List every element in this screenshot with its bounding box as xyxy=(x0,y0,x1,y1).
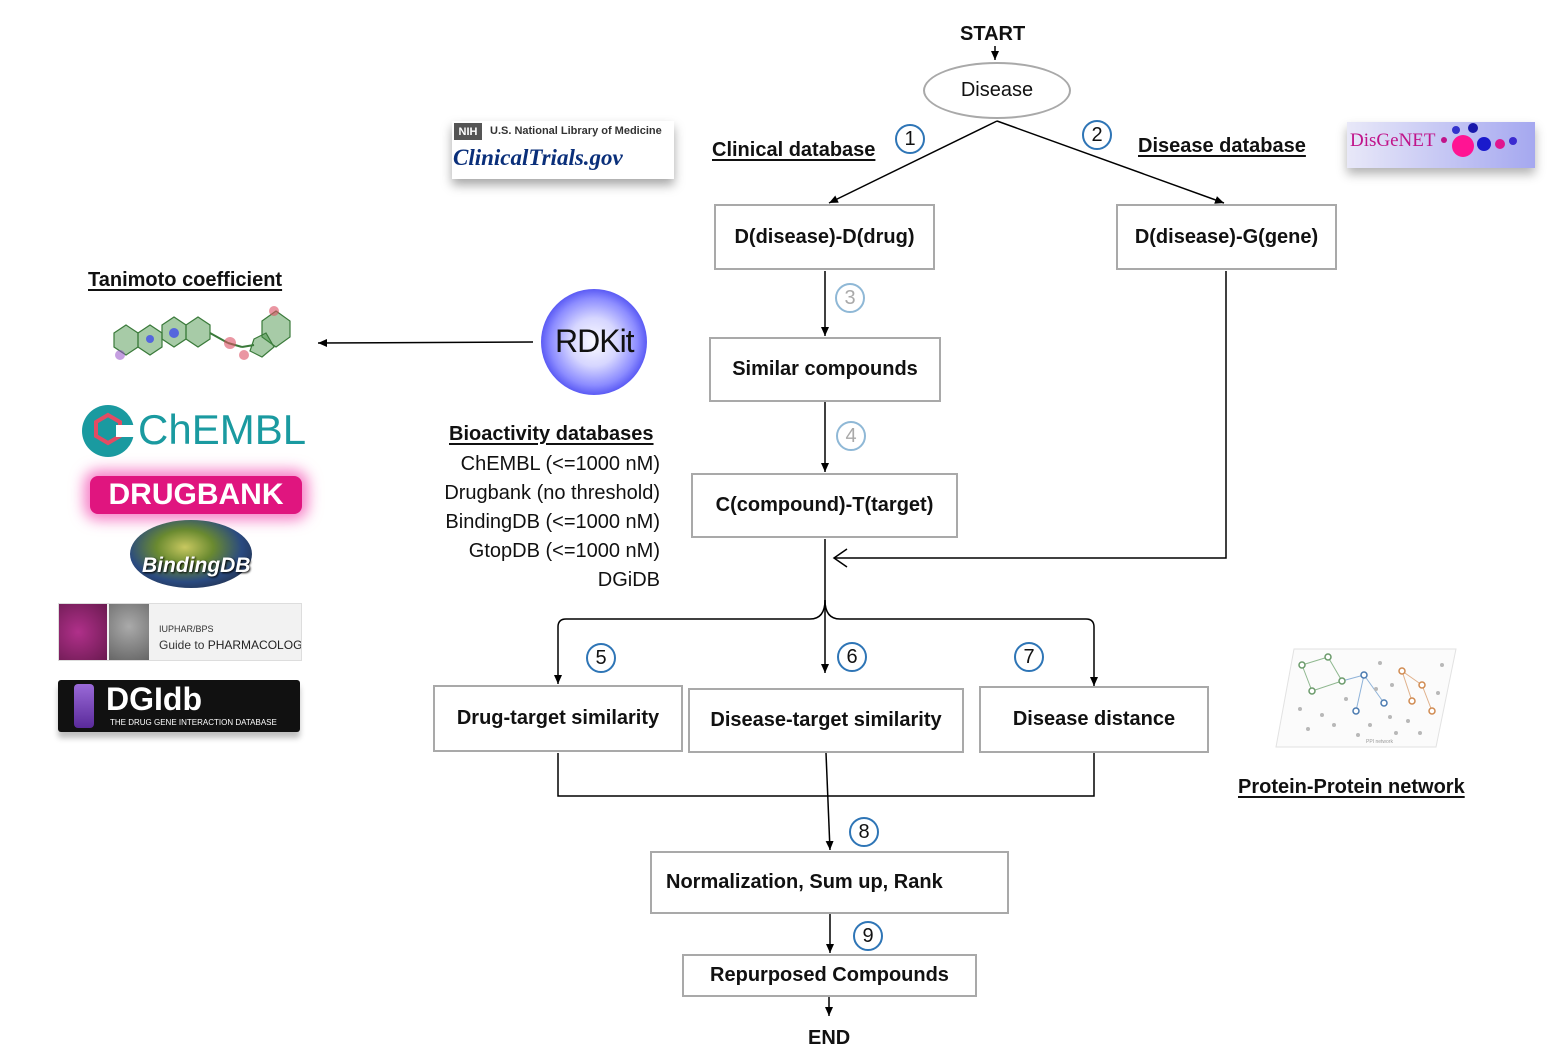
arrowhead-dg-merge xyxy=(832,548,848,568)
bioactivity-item-bindingdb: BindingDB (<=1000 nM) xyxy=(445,511,660,533)
molecule-similarity-icon xyxy=(113,306,291,360)
rdkit-text: RDKit xyxy=(555,323,635,359)
arrow-disease-dd xyxy=(828,120,998,204)
disease-target-similarity-label: Disease-target similarity xyxy=(710,709,942,731)
normalization-box: Normalization, Sum up, Rank xyxy=(650,851,1009,914)
tanimoto-label: Tanimoto coefficient xyxy=(88,269,283,291)
ppi-network-label: Protein-Protein network xyxy=(1238,776,1465,798)
start-label: START xyxy=(960,23,1026,45)
iuphar-text-a: IUPHAR/BPS xyxy=(159,624,214,634)
iuphar-text-b: Guide to xyxy=(159,638,205,652)
chembl-mark-icon xyxy=(82,405,136,457)
compound-target-label: C(compound)-T(target) xyxy=(715,494,934,516)
step-3-badge: 3 xyxy=(835,283,865,313)
arrow-to-normalization xyxy=(825,752,834,851)
iuphar-protein-icon xyxy=(59,604,107,660)
bioactivity-item-chembl: ChEMBL (<=1000 nM) xyxy=(460,453,660,475)
step-8-badge: 8 xyxy=(849,817,879,847)
ppi-caption: PPI network xyxy=(1366,739,1393,745)
disease-target-similarity-box: Disease-target similarity xyxy=(688,688,964,753)
bindingdb-logo: BindingDB xyxy=(130,520,252,588)
brace-left xyxy=(554,599,826,684)
dgidb-text: DGIdb xyxy=(106,681,202,717)
bioactivity-item-drugbank: Drugbank (no threshold) xyxy=(444,482,660,504)
chembl-text: ChEMBL xyxy=(138,406,307,453)
repurposed-compounds-label: Repurposed Compounds xyxy=(710,964,949,986)
dgidb-helix-icon xyxy=(74,684,94,728)
chembl-logo: ChEMBL xyxy=(80,403,320,459)
end-label: END xyxy=(808,1027,851,1049)
disgenet-logo: DisGeNET xyxy=(1347,122,1535,168)
disease-node: Disease xyxy=(923,62,1071,119)
disgenet-text: DisGeNET xyxy=(1350,130,1436,151)
bioactivity-item-dgidb: DGiDB xyxy=(597,569,660,591)
dgidb-logo: DGIdb THE DRUG GENE INTERACTION DATABASE xyxy=(58,680,300,732)
arrow-disease-dg xyxy=(996,120,1225,204)
bioactivity-item-gtopdb: GtopDB (<=1000 nM) xyxy=(468,540,660,562)
step-1-badge: 1 xyxy=(895,124,925,154)
step-6-badge: 6 xyxy=(837,642,867,672)
bindingdb-text: BindingDB xyxy=(142,554,251,577)
step-5-badge: 5 xyxy=(586,643,616,673)
iuphar-structure-icon xyxy=(109,604,149,660)
disease-database-label: Disease database xyxy=(1138,135,1306,157)
clinical-database-label: Clinical database xyxy=(712,139,876,161)
collector-bottom xyxy=(557,753,1095,797)
similar-compounds-label: Similar compounds xyxy=(732,358,918,380)
brace-right xyxy=(824,599,1098,686)
step-9-badge: 9 xyxy=(853,921,883,951)
nih-badge: NIH xyxy=(454,123,482,140)
connector-dg-merge xyxy=(834,271,1227,559)
step-4-badge: 4 xyxy=(836,421,866,451)
dd-box-label: D(disease)-D(drug) xyxy=(734,225,915,248)
step-7-badge: 7 xyxy=(1014,642,1044,672)
iuphar-text-c: PHARMACOLOGY xyxy=(207,638,302,652)
repurposed-compounds-box: Repurposed Compounds xyxy=(682,954,977,997)
drugbank-logo: DRUGBANK xyxy=(90,476,302,514)
nlm-text: U.S. National Library of Medicine xyxy=(490,125,662,137)
drugbank-text: DRUGBANK xyxy=(108,478,284,511)
disease-distance-box: Disease distance xyxy=(979,686,1209,753)
rdkit-logo xyxy=(541,289,647,395)
disease-distance-label: Disease distance xyxy=(1012,708,1176,730)
bioactivity-title: Bioactivity databases xyxy=(449,423,654,445)
normalization-label: Normalization, Sum up, Rank xyxy=(666,871,943,893)
dd-box: D(disease)-D(drug) xyxy=(714,204,935,270)
arrow-rdkit-tanimoto xyxy=(317,338,534,347)
similar-compounds-box: Similar compounds xyxy=(709,337,941,402)
dgidb-subtitle: THE DRUG GENE INTERACTION DATABASE xyxy=(110,718,277,727)
disgenet-dots-icon xyxy=(1441,123,1517,157)
ppi-network-icon: PPI network xyxy=(1275,648,1457,748)
disease-node-label: Disease xyxy=(960,79,1034,101)
drug-target-similarity-box: Drug-target similarity xyxy=(433,685,683,752)
clinicaltrials-text: ClinicalTrials.gov xyxy=(453,145,623,170)
bioactivity-list: ChEMBL (<=1000 nM) Drugbank (no threshol… xyxy=(380,450,660,595)
iuphar-logo: IUPHAR/BPS Guide to PHARMACOLOGY xyxy=(58,603,302,661)
step-2-badge: 2 xyxy=(1082,120,1112,150)
dg-box-label: D(disease)-G(gene) xyxy=(1134,225,1319,248)
clinicaltrials-logo: NIH U.S. National Library of Medicine Cl… xyxy=(452,121,674,179)
compound-target-box: C(compound)-T(target) xyxy=(691,473,958,538)
drug-target-similarity-label: Drug-target similarity xyxy=(456,707,660,729)
dg-box: D(disease)-G(gene) xyxy=(1116,204,1337,270)
